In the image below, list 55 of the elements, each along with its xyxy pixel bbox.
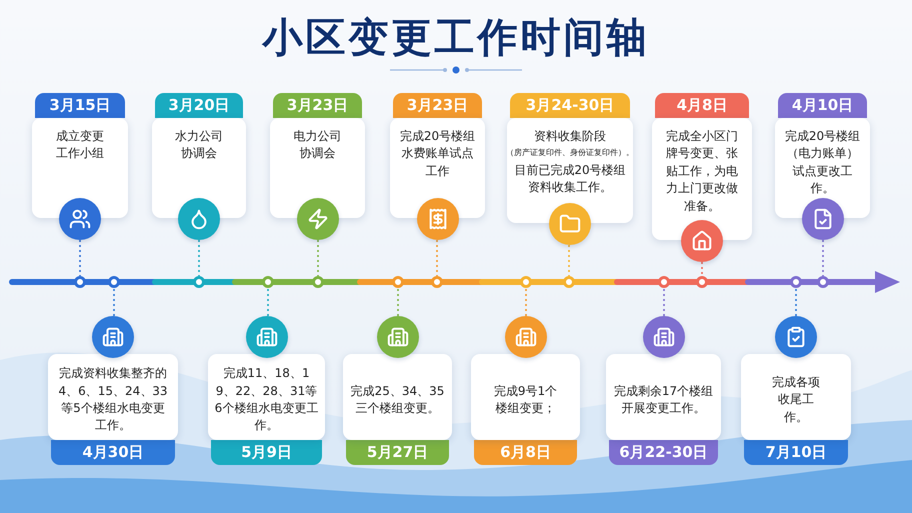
dotted-connector [317,240,319,276]
timeline-dot [312,276,324,288]
date-tab: 7月10日 [744,440,848,465]
dotted-connector [525,288,527,316]
dotted-connector [795,288,797,316]
event-text: 完成25、34、35三个楼组变更。 [350,382,444,417]
date-tab: 3月20日 [155,93,243,118]
event-text: 完成20号楼组（电力账单）试点更改工作。 [784,128,862,198]
timeline-dot [817,276,829,288]
dotted-connector [267,288,269,316]
event-text: 完成11、18、19、22、28、31等6个楼组水电变更工作。 [214,365,319,434]
dotted-connector [663,288,665,316]
timeline-dot [520,276,532,288]
date-tab: 3月15日 [35,93,125,118]
timeline-dot [431,276,443,288]
date-tab: 3月23日 [273,93,362,118]
date-tab: 4月8日 [655,93,749,118]
timeline-dot [392,276,404,288]
timeline-dot [74,276,86,288]
event-text: 电力公司协调会 [292,128,342,162]
timeline-dot [262,276,274,288]
dotted-connector [822,240,824,276]
event-text: 目前已完成20号楼组资料收集工作。 [513,162,627,196]
dotted-connector [436,240,438,276]
date-tab: 5月9日 [211,440,322,465]
event-text: 完成各项收尾工作。 [771,374,821,426]
date-tab: 4月10日 [778,93,867,118]
dotted-connector [568,245,570,276]
date-tab: 3月23日 [393,93,482,118]
timeline-dot [658,276,670,288]
date-tab: 3月24-30日 [510,93,630,118]
event-text: （房产证复印件、身份证复印件）。 [506,148,634,159]
event-text: 成立变更工作小组 [55,128,105,162]
dotted-connector [198,240,200,276]
dotted-connector [397,288,399,316]
date-tab: 6月8日 [474,440,577,465]
dotted-connector [701,262,703,276]
event-text: 完成全小区门牌号变更、张贴工作，为电力上门更改做准备。 [665,128,739,215]
dotted-connector [79,240,81,276]
timeline-dot [563,276,575,288]
event-text: 水力公司协调会 [174,128,224,162]
timeline-dot [193,276,205,288]
event-text: 完成20号楼组水费账单试点工作 [398,128,476,180]
timeline-dot [696,276,708,288]
event-text: 资料收集阶段 [534,128,606,145]
date-tab: 6月22-30日 [609,440,718,465]
event-text: 完成剩余17个楼组开展变更工作。 [612,382,714,417]
event-text: 完成9号1个楼组变更； [494,382,558,417]
date-tab: 5月27日 [346,440,449,465]
date-tab: 4月30日 [51,440,175,465]
event-text: 完成资料收集整齐的4、6、15、24、33等5个楼组水电变更工作。 [57,365,169,434]
timeline-dot [108,276,120,288]
dotted-connector [113,288,115,316]
title: 小区变更工作时间轴 [260,14,650,63]
timeline-dot [790,276,802,288]
